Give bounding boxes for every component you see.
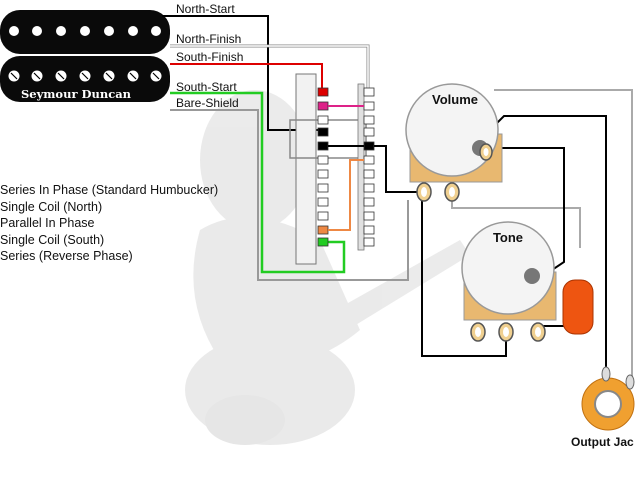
wire-south-finish — [170, 63, 323, 92]
tone-pot: Tone — [461, 221, 594, 342]
output-jack: Output Jac — [571, 366, 635, 449]
five-way-switch — [289, 73, 375, 265]
tone-pot-body — [461, 221, 555, 315]
wire-label-south-start: South-Start — [176, 80, 237, 94]
output-jack-label: Output Jac — [571, 435, 634, 449]
orange-jumper — [328, 159, 364, 231]
tone-pot-label: Tone — [493, 230, 523, 245]
wire-tone-to-output — [421, 198, 507, 357]
wire-label-north-finish: North-Finish — [176, 32, 241, 46]
wire-ground-to-jack — [494, 89, 633, 380]
wire-label-south-finish: South-Finish — [176, 50, 243, 64]
wire-volume-ground — [451, 200, 581, 248]
wire-switch-to-volume — [374, 145, 418, 193]
wire-labels: North-Start North-Finish South-Finish So… — [176, 2, 243, 110]
switch-position-2: Single Coil (North) — [0, 199, 103, 214]
tone-capacitor — [562, 279, 594, 335]
switch-terminals-right — [363, 87, 375, 247]
volume-pot: Volume — [405, 83, 503, 202]
output-jack-hole — [594, 390, 622, 418]
wire-north-finish — [170, 45, 369, 90]
switch-position-5: Series (Reverse Phase) — [0, 249, 133, 264]
wire-south-start — [170, 91, 346, 274]
pickup-brand-label: Seymour Duncan — [21, 87, 132, 101]
pickup-pole-pieces-top — [9, 26, 161, 36]
wire-label-bare-shield: Bare-Shield — [176, 96, 239, 110]
switch-terminals-left — [317, 87, 329, 247]
switch-body — [295, 73, 317, 265]
background-guitarist-image — [185, 90, 470, 445]
output-jack-sleeve-lug — [625, 374, 635, 390]
volume-pot-label: Volume — [432, 92, 478, 107]
humbucker-pickup: Seymour Duncan — [0, 10, 170, 102]
switch-position-1: Series In Phase (Standard Humbucker) — [0, 183, 219, 197]
tone-pot-shaft — [524, 268, 540, 284]
switch-position-3: Parallel In Phase — [0, 216, 95, 231]
wire-bare-shield — [170, 109, 409, 281]
pickup-pole-screws-bottom — [8, 70, 162, 82]
switch-position-4: Single Coil (South) — [0, 232, 105, 247]
wire-north-start — [162, 15, 322, 131]
switch-rail-right — [357, 83, 365, 251]
volume-pot-lugs — [416, 143, 493, 202]
switch-positions-list: Series In Phase (Standard Humbucker) Sin… — [0, 182, 218, 265]
output-jack-tip-lug — [601, 366, 611, 382]
pickup-wires — [162, 15, 409, 281]
wire-label-north-start: North-Start — [176, 2, 235, 16]
